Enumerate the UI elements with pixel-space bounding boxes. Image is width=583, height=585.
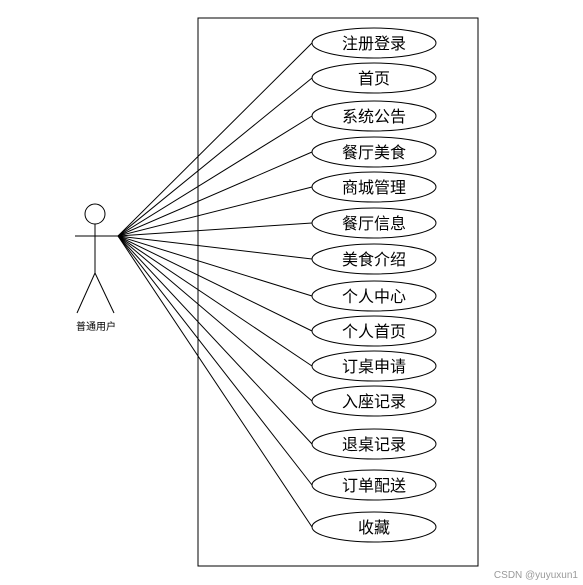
actor-head [84, 203, 106, 225]
association-line [117, 235, 313, 297]
use-case-label: 退桌记录 [342, 435, 406, 454]
association-line [117, 235, 313, 332]
association-line [117, 186, 313, 237]
use-case-label: 餐厅美食 [342, 143, 406, 162]
association-line [117, 235, 313, 367]
use-case-ellipse [311, 100, 437, 132]
use-case-ellipse [311, 385, 437, 417]
use-case-label: 个人中心 [342, 287, 406, 306]
association-lines [117, 42, 313, 528]
watermark: CSDN @yuyuxun1 [494, 570, 579, 581]
use-case-ellipse [311, 62, 437, 94]
use-case: 餐厅美食 [311, 136, 437, 168]
use-case: 退桌记录 [311, 428, 437, 460]
actor-left-leg [76, 272, 96, 314]
association-line [117, 235, 313, 528]
use-case-label: 美食介绍 [342, 250, 406, 269]
use-case-ellipse [311, 511, 437, 543]
actor [75, 203, 118, 314]
use-case-ellipse [311, 171, 437, 203]
use-case-label: 个人首页 [342, 322, 406, 341]
use-case: 个人中心 [311, 280, 437, 312]
association-line [117, 77, 313, 237]
association-line [117, 115, 313, 237]
association-line [117, 151, 313, 237]
use-case-label: 系统公告 [342, 107, 406, 126]
association-line [117, 235, 313, 260]
use-case: 订桌申请 [311, 350, 437, 382]
use-case-ellipse [311, 243, 437, 275]
system-boundary [197, 17, 479, 567]
use-case-label: 订桌申请 [342, 357, 406, 376]
actor-right-leg [94, 272, 115, 314]
use-case-ellipse [311, 315, 437, 347]
actor-label: 普通用户 [76, 320, 116, 333]
use-case-ellipse [311, 27, 437, 59]
association-line [117, 235, 313, 486]
use-case: 系统公告 [311, 100, 437, 132]
use-case: 收藏 [311, 511, 437, 543]
use-case: 订单配送 [311, 469, 437, 501]
association-line [117, 42, 313, 237]
use-case-label: 注册登录 [342, 34, 406, 53]
use-case-ellipse [311, 428, 437, 460]
use-case: 商城管理 [311, 171, 437, 203]
use-case-label: 入座记录 [342, 392, 406, 411]
use-cases: 注册登录首页系统公告餐厅美食商城管理餐厅信息美食介绍个人中心个人首页订桌申请入座… [311, 27, 437, 543]
use-case: 入座记录 [311, 385, 437, 417]
association-line [117, 235, 313, 402]
use-case-ellipse [311, 469, 437, 501]
use-case-label: 收藏 [358, 518, 390, 537]
use-case: 餐厅信息 [311, 207, 437, 239]
association-line [117, 222, 313, 237]
use-case-ellipse [311, 207, 437, 239]
use-case-label: 首页 [358, 69, 390, 88]
use-case-label: 餐厅信息 [342, 214, 406, 233]
use-case: 首页 [311, 62, 437, 94]
use-case: 美食介绍 [311, 243, 437, 275]
use-case: 个人首页 [311, 315, 437, 347]
use-case-ellipse [311, 136, 437, 168]
association-line [117, 235, 313, 445]
use-case-ellipse [311, 280, 437, 312]
use-case-label: 商城管理 [342, 178, 406, 197]
use-case-label: 订单配送 [342, 476, 406, 495]
use-case: 注册登录 [311, 27, 437, 59]
use-case-ellipse [311, 350, 437, 382]
